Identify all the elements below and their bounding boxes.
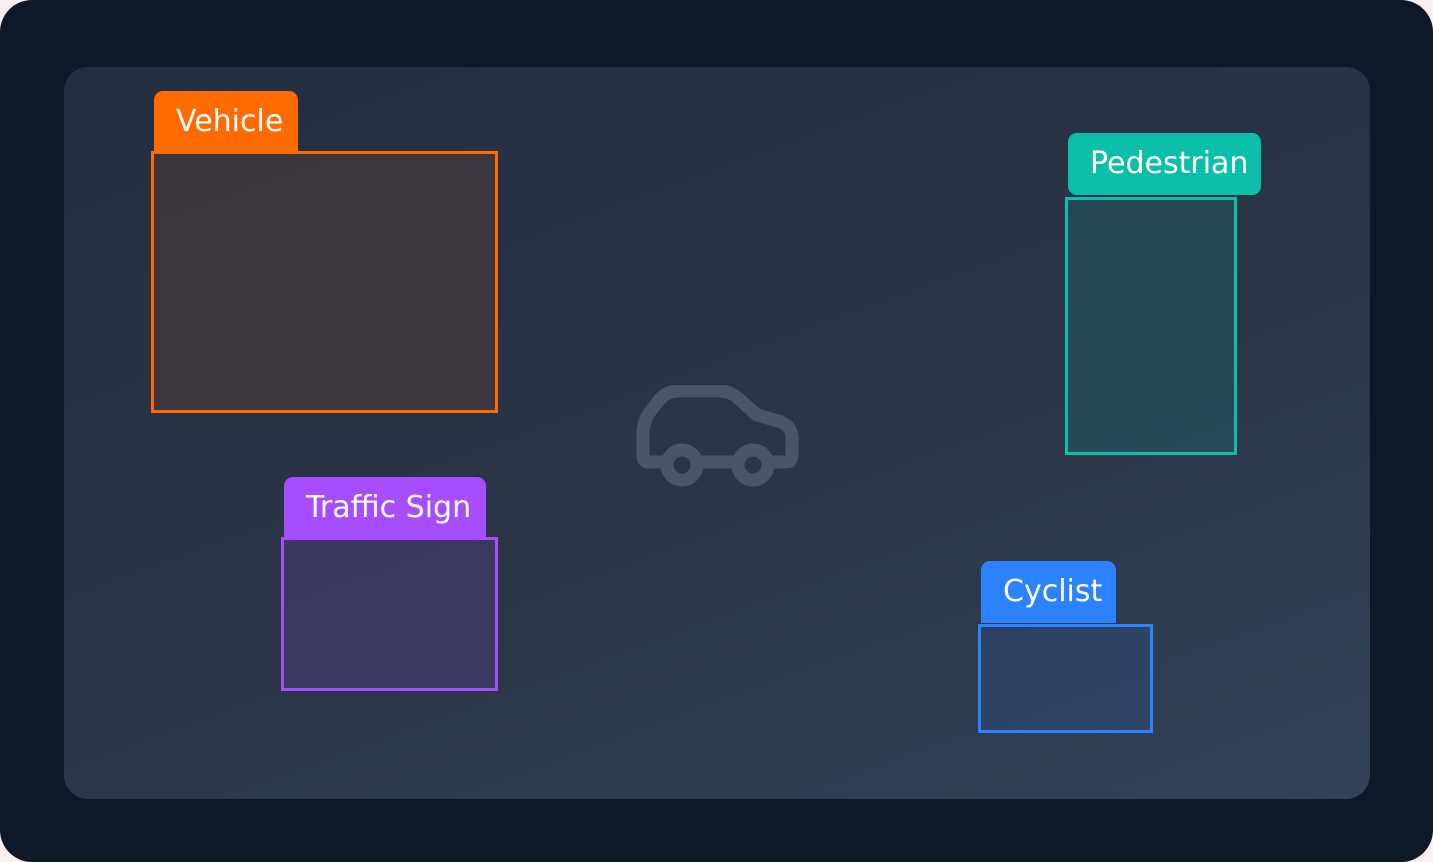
pedestrian-label[interactable]: Pedestrian	[1068, 133, 1261, 195]
vehicle-bounding-box[interactable]	[151, 151, 498, 413]
traffic-sign-bounding-box[interactable]	[281, 537, 498, 691]
car-icon	[636, 385, 799, 487]
traffic-sign-label[interactable]: Traffic Sign	[284, 477, 486, 539]
image-canvas[interactable]: Vehicle Pedestrian Traffic Sign Cyclist	[64, 67, 1370, 799]
pedestrian-bounding-box[interactable]	[1065, 197, 1237, 455]
vehicle-label[interactable]: Vehicle	[154, 91, 298, 153]
cyclist-bounding-box[interactable]	[978, 624, 1153, 733]
cyclist-label[interactable]: Cyclist	[981, 561, 1116, 623]
